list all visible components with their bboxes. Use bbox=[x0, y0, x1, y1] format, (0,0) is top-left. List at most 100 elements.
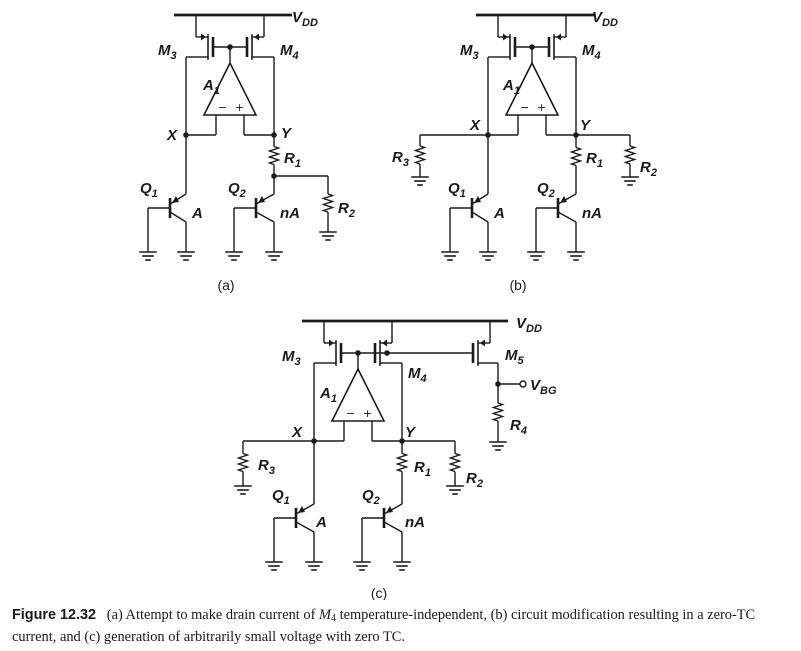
label-a1-c: A1 bbox=[319, 385, 337, 405]
label-area-q1-b: A bbox=[493, 205, 505, 222]
label-x-a: X bbox=[166, 127, 178, 144]
resistor-icon bbox=[236, 441, 250, 484]
label-vdd-b: VDD bbox=[592, 9, 618, 29]
resistor-icon bbox=[413, 135, 427, 175]
resistor-icon bbox=[267, 135, 281, 176]
figure-caption: Figure 12.32 (a) Attempt to make drain c… bbox=[12, 606, 792, 647]
label-y-c: Y bbox=[405, 424, 417, 441]
label-r2-b: R2 bbox=[640, 159, 657, 179]
ground-icon bbox=[265, 560, 283, 571]
opamp-triangle: −+ bbox=[330, 367, 386, 422]
caption-text-1: (a) Attempt to make drain current of bbox=[106, 607, 319, 623]
pnp-bjt bbox=[265, 500, 323, 571]
label-x-c: X bbox=[291, 424, 303, 441]
label-r4-c: R4 bbox=[510, 417, 527, 437]
opamp-plus-sign: + bbox=[235, 101, 244, 114]
label-q2-c: Q2 bbox=[362, 487, 380, 507]
junction-dot bbox=[384, 350, 390, 356]
label-area-q2-c: nA bbox=[405, 514, 425, 531]
opamp-minus-sign: − bbox=[218, 101, 227, 114]
label-q2-a: Q2 bbox=[228, 180, 246, 200]
ground-icon bbox=[393, 560, 411, 571]
caption-m4-name: M bbox=[318, 607, 331, 623]
ground-icon bbox=[265, 250, 283, 261]
resistor-icon bbox=[569, 135, 583, 178]
ground-icon bbox=[225, 250, 243, 261]
ground-icon bbox=[305, 560, 323, 571]
ground-icon bbox=[441, 250, 459, 261]
label-m5-c: M5 bbox=[505, 347, 525, 367]
ground-icon bbox=[621, 175, 639, 186]
ground-icon bbox=[446, 484, 464, 495]
subfigure-label-c: (c) bbox=[371, 585, 387, 600]
pmos-transistor bbox=[196, 33, 215, 60]
label-area-q1-c: A bbox=[315, 514, 327, 531]
caption-m4-sub: 4 bbox=[330, 613, 336, 624]
label-vbg-c: VBG bbox=[530, 377, 557, 397]
ground-icon bbox=[234, 484, 252, 495]
pmos-transistor bbox=[471, 339, 490, 366]
resistor-icon bbox=[448, 441, 462, 484]
label-r2-a: R2 bbox=[338, 200, 355, 220]
label-m4-b: M4 bbox=[582, 42, 601, 62]
label-area-q1-a: A bbox=[191, 205, 203, 222]
label-q1-c: Q1 bbox=[272, 487, 290, 507]
ground-icon bbox=[177, 250, 195, 261]
pnp-bjt bbox=[441, 190, 497, 261]
pnp-bjt bbox=[225, 190, 283, 261]
pmos-transistor bbox=[498, 33, 517, 60]
resistor-icon bbox=[491, 384, 505, 440]
label-m4-c: M4 bbox=[408, 365, 427, 385]
label-m3-c: M3 bbox=[282, 348, 301, 368]
opamp-plus-sign: + bbox=[363, 407, 372, 420]
label-m3-b: M3 bbox=[460, 42, 479, 62]
opamp-minus-sign: − bbox=[520, 101, 529, 114]
label-y-a: Y bbox=[281, 125, 293, 142]
label-x-b: X bbox=[469, 117, 481, 134]
label-m3-a: M3 bbox=[158, 42, 177, 62]
subfigure-label-b: (b) bbox=[509, 277, 526, 293]
ground-icon bbox=[411, 175, 429, 186]
pnp-bjt bbox=[527, 190, 585, 261]
caption-text-2: temperature-independent, (b) circuit mod… bbox=[12, 607, 756, 645]
opamp-minus-sign: − bbox=[346, 407, 355, 420]
label-q2-b: Q2 bbox=[537, 180, 555, 200]
label-q1-a: Q1 bbox=[140, 180, 158, 200]
opamp-triangle: −+ bbox=[504, 61, 560, 116]
ground-icon bbox=[139, 250, 157, 261]
pmos-transistor bbox=[547, 33, 566, 60]
label-a1-a: A1 bbox=[202, 77, 220, 97]
ground-icon bbox=[527, 250, 545, 261]
ground-icon bbox=[567, 250, 585, 261]
label-r1-b: R1 bbox=[586, 150, 603, 170]
ground-icon bbox=[489, 440, 507, 451]
pnp-bjt bbox=[353, 500, 411, 571]
label-m4-a: M4 bbox=[280, 42, 299, 62]
figure-number: Figure 12.32 bbox=[12, 607, 96, 623]
label-vdd-a: VDD bbox=[292, 9, 318, 29]
label-y-b: Y bbox=[580, 117, 592, 134]
pmos-transistor bbox=[324, 339, 343, 366]
ground-icon bbox=[319, 230, 337, 241]
label-area-q2-b: nA bbox=[582, 205, 602, 222]
label-a1-b: A1 bbox=[502, 77, 520, 97]
resistor-icon bbox=[623, 135, 637, 175]
opamp-triangle: −+ bbox=[202, 61, 258, 116]
label-q1-b: Q1 bbox=[448, 180, 466, 200]
vbg-output-terminal bbox=[519, 380, 527, 388]
resistor-icon bbox=[395, 441, 409, 484]
label-r1-a: R1 bbox=[284, 150, 301, 170]
label-r3-b: R3 bbox=[392, 149, 409, 169]
label-r3-c: R3 bbox=[258, 457, 275, 477]
pmos-transistor bbox=[245, 33, 264, 60]
pnp-bjt bbox=[139, 190, 195, 261]
label-area-q2-a: nA bbox=[280, 205, 300, 222]
ground-icon bbox=[479, 250, 497, 261]
resistor-icon bbox=[321, 176, 335, 230]
ground-icon bbox=[353, 560, 371, 571]
label-vdd-c: VDD bbox=[516, 315, 542, 335]
